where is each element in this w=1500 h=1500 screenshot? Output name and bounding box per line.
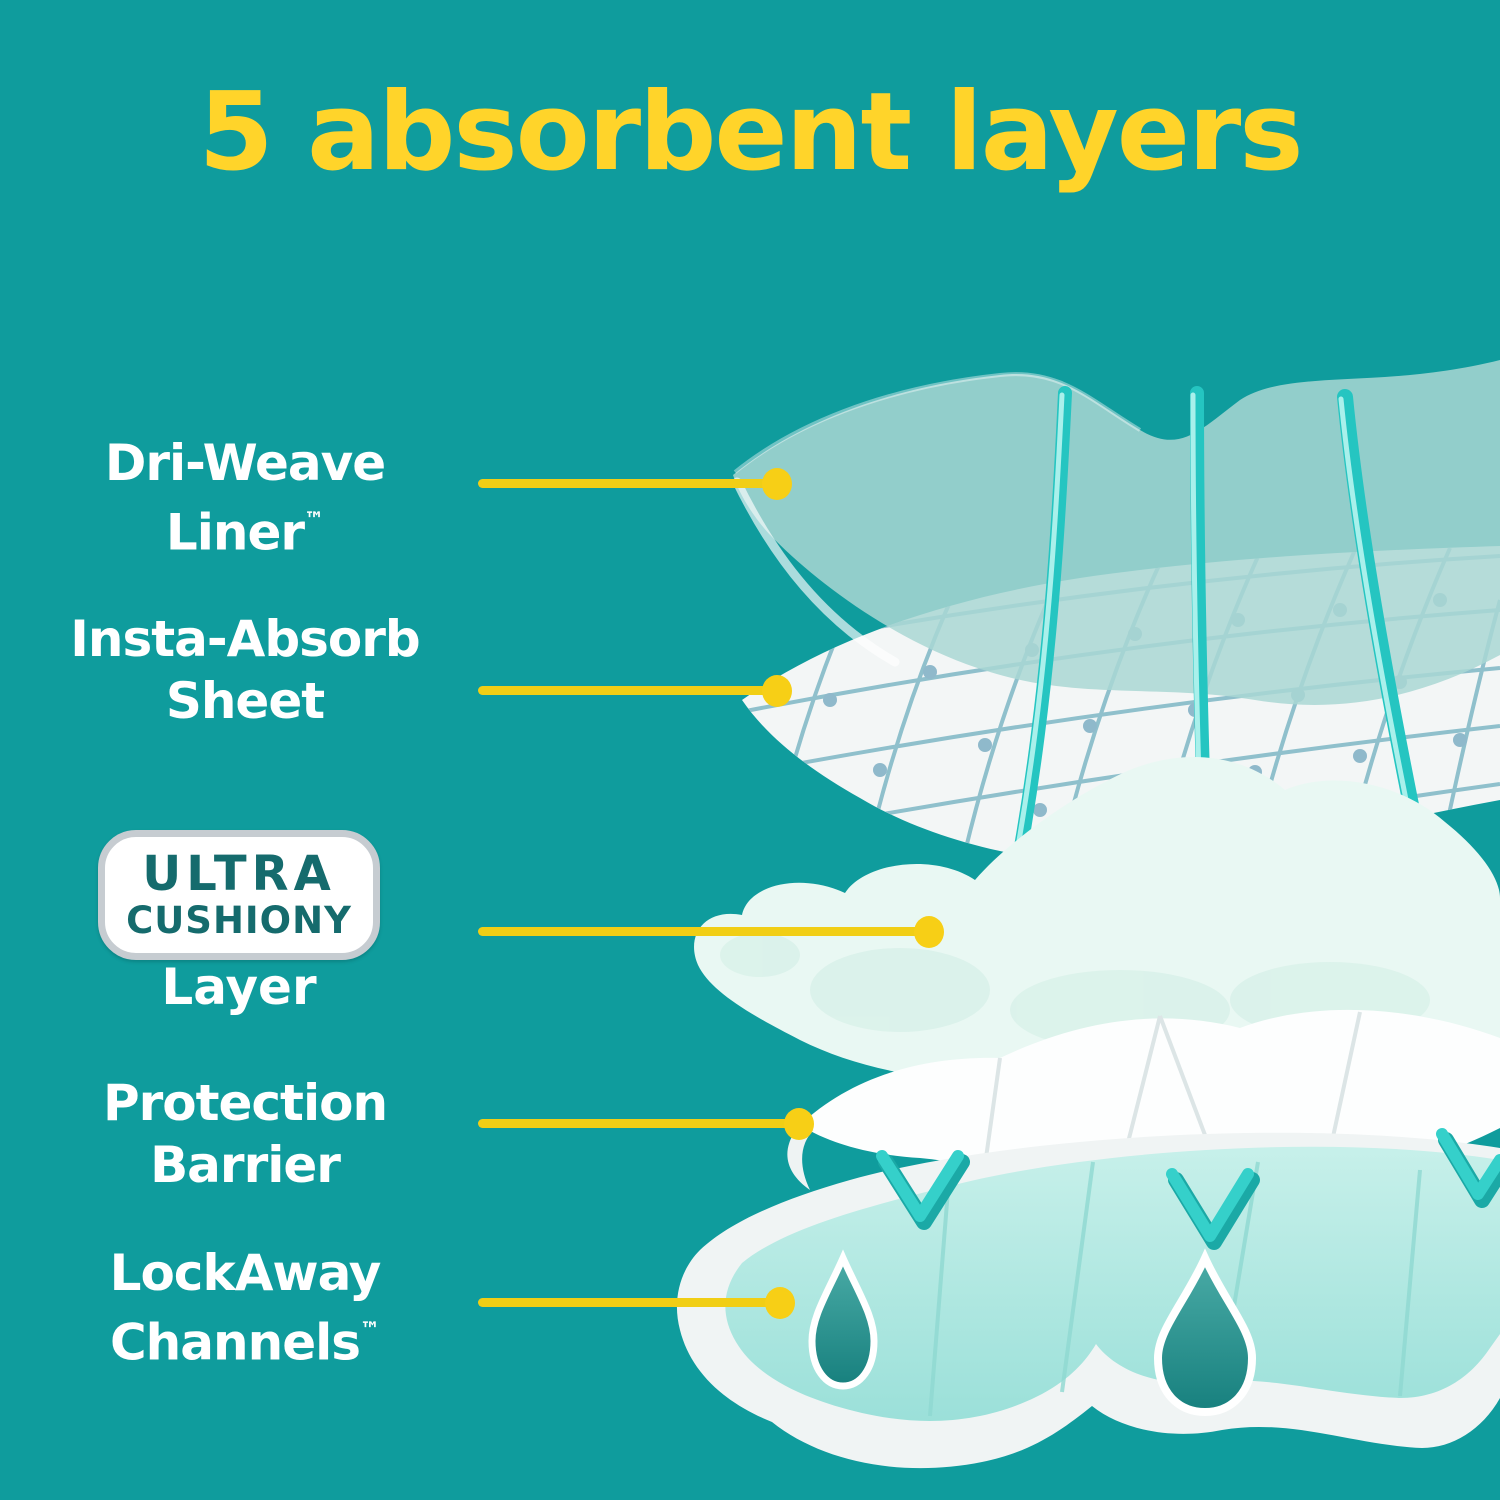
droplet-icon	[1153, 1248, 1257, 1417]
label-dri-weave-line1: Dri-Weave	[104, 434, 386, 492]
barrier-curl	[787, 1125, 814, 1190]
leader-line-dri-weave	[478, 467, 792, 500]
label-protection-line2: Barrier	[150, 1136, 341, 1194]
leader-dot	[762, 674, 792, 707]
label-insta-absorb-line2: Sheet	[165, 672, 325, 730]
trademark-symbol: ™	[360, 1317, 381, 1341]
leader-line-lockaway	[478, 1286, 795, 1319]
label-lockaway-line2: Channels™	[109, 1313, 381, 1372]
leader-dot	[762, 467, 792, 500]
leader-line-protection	[478, 1107, 814, 1140]
sheet-top-edge	[733, 372, 1142, 474]
dri-weave-liner-layer	[732, 360, 1500, 705]
leader-line-cushiony	[478, 915, 944, 948]
badge-line2: CUSHIONY	[126, 899, 352, 942]
badge-line1: ULTRA	[142, 846, 336, 902]
flow-arrowheads	[876, 1128, 1500, 1250]
trademark-symbol: ™	[304, 507, 325, 531]
label-lockaway-line1: LockAway	[109, 1244, 382, 1302]
sheet-front-sheen	[732, 477, 900, 667]
label-dri-weave-line2: Liner™	[165, 503, 325, 562]
lockaway-pad-layer	[676, 1132, 1500, 1469]
leader-line-insta-absorb	[478, 674, 792, 707]
label-dri-weave-liner: Dri-Weave Liner™	[30, 432, 460, 564]
label-cushiony-layer: Layer	[161, 958, 317, 1016]
leader-dot	[765, 1286, 795, 1319]
label-insta-absorb-sheet: Insta-Absorb Sheet	[30, 608, 460, 732]
leader-dot	[914, 915, 944, 948]
layers-svg	[676, 360, 1500, 1469]
droplet-icon	[808, 1249, 878, 1390]
label-protection-line1: Protection	[102, 1074, 388, 1132]
page-title: 5 absorbent layers	[198, 70, 1303, 195]
ultra-cushiony-badge: ULTRA CUSHIONY	[98, 830, 380, 960]
label-protection-barrier: Protection Barrier	[30, 1072, 460, 1196]
label-insta-absorb-line1: Insta-Absorb	[70, 610, 420, 668]
layers-illustration	[650, 330, 1500, 1500]
locked-droplets	[808, 1248, 1257, 1417]
leader-dot	[784, 1107, 814, 1140]
label-lockaway-channels: LockAway Channels™	[30, 1242, 460, 1374]
